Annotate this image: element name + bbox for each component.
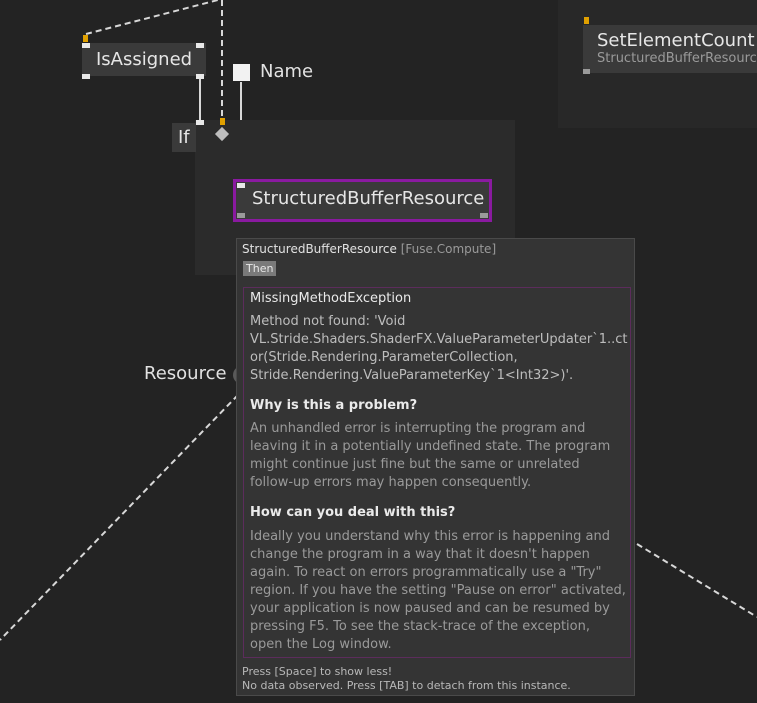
footer-space-hint: Press [Space] to show less!: [242, 665, 393, 678]
is-assigned-input-pin-bar[interactable]: [82, 43, 90, 48]
tooltip-header: StructuredBufferResource [Fuse.Compute]: [242, 242, 496, 256]
tooltip-title: StructuredBufferResource: [242, 242, 397, 256]
is-assigned-input-pin[interactable]: [83, 35, 88, 42]
set-element-count-input-pin[interactable]: [584, 17, 589, 24]
if-label: If: [178, 127, 190, 148]
why-text: An unhandled error is interrupting the p…: [250, 421, 611, 490]
structured-buffer-output-pin-left[interactable]: [237, 213, 245, 218]
name-pad-label: Name: [260, 61, 314, 82]
tooltip-then-tag: Then: [243, 261, 277, 276]
how-heading: How can you deal with this?: [250, 505, 456, 520]
structured-buffer-output-pin-right[interactable]: [480, 213, 488, 218]
set-element-count-output-pin[interactable]: [583, 69, 590, 74]
set-element-count-label: SetElementCount: [597, 30, 755, 51]
if-input-pin[interactable]: [220, 118, 225, 125]
structured-buffer-resource-node[interactable]: StructuredBufferResource: [233, 179, 492, 222]
set-element-count-node[interactable]: SetElementCount StructuredBufferResource: [583, 25, 757, 73]
why-heading: Why is this a problem?: [250, 398, 418, 413]
tooltip-namespace: [Fuse.Compute]: [400, 242, 497, 256]
resource-pad-label: Resource: [144, 363, 227, 384]
is-assigned-right-pin-top[interactable]: [196, 43, 204, 48]
set-element-count-sublabel: StructuredBufferResource: [597, 51, 757, 66]
footer-tab-hint: No data observed. Press [TAB] to detach …: [242, 679, 571, 692]
error-tooltip[interactable]: StructuredBufferResource [Fuse.Compute] …: [236, 238, 635, 696]
name-pad-box[interactable]: [233, 64, 250, 81]
how-text: Ideally you understand why this error is…: [250, 529, 626, 652]
is-assigned-label: IsAssigned: [96, 49, 193, 70]
if-condition-pin[interactable]: [196, 120, 204, 125]
is-assigned-output-pin-right[interactable]: [196, 74, 204, 79]
exception-box: MissingMethodException Method not found:…: [243, 287, 631, 658]
is-assigned-output-pin-left[interactable]: [82, 74, 90, 79]
structured-buffer-input-pin[interactable]: [237, 183, 245, 188]
if-region-label[interactable]: If: [172, 123, 196, 152]
structured-buffer-resource-label: StructuredBufferResource: [252, 188, 485, 209]
is-assigned-node[interactable]: IsAssigned: [82, 43, 207, 76]
exception-name: MissingMethodException: [250, 291, 412, 306]
exception-message: Method not found: 'Void VL.Stride.Shader…: [250, 314, 628, 383]
